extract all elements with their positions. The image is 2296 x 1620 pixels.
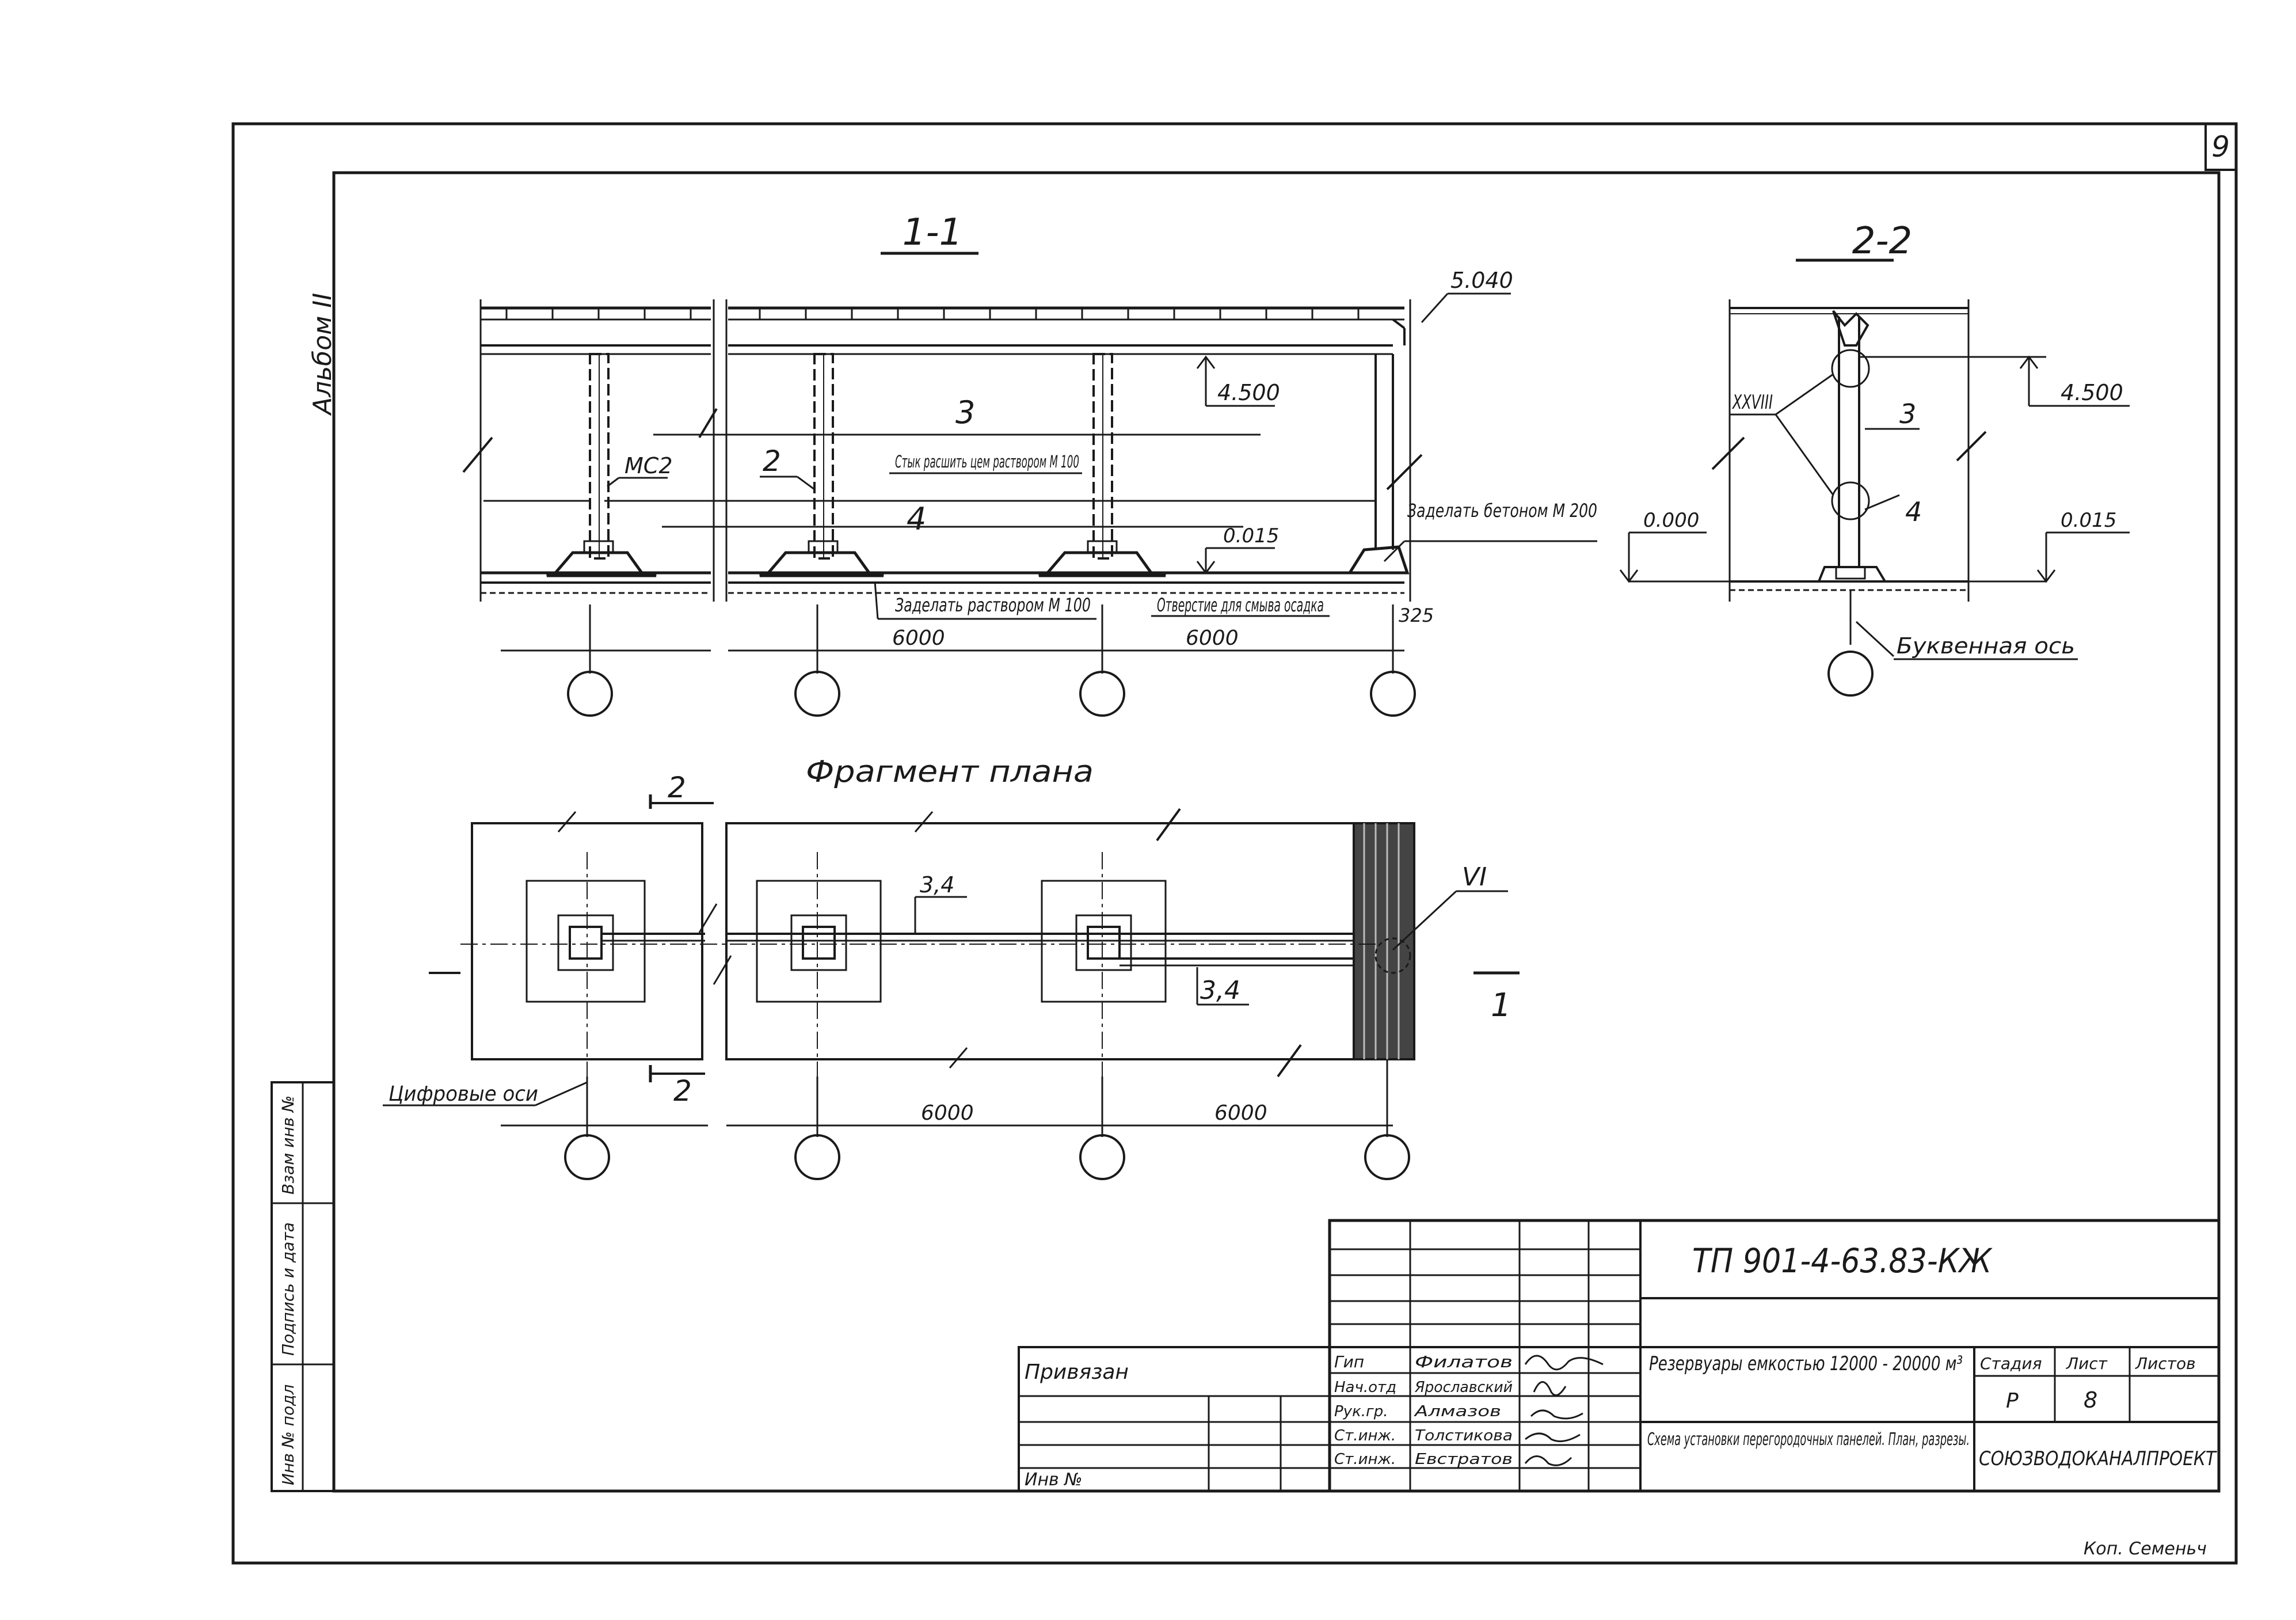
name-3: Алмазов [1413, 1403, 1501, 1420]
role-1: Гип [1334, 1352, 1364, 1371]
drawing-title: Схема установки перегородочных панелей. … [1647, 1429, 1970, 1450]
side-stamp-cell-2: Подпись и дата [279, 1222, 298, 1356]
side-stamp-cell-3: Взам инв № [279, 1096, 298, 1195]
column [1092, 353, 1113, 560]
organization: СОЮЗВОДОКАНАЛПРОЕКТ [1979, 1447, 2217, 1470]
side-stamp-cell-1: Инв № подл [279, 1385, 298, 1485]
plan-label-34-top: 3,4 [920, 872, 954, 898]
plan-title: Фрагмент плана [806, 755, 1094, 789]
role-2: Нач.отд [1334, 1379, 1396, 1396]
section-2-title: 2-2 [1852, 220, 1913, 263]
bound-label: Привязан [1025, 1360, 1129, 1384]
doc-code: ТП 901-4-63.83-КЖ [1692, 1241, 1993, 1280]
section-1-dim-small: 325 [1399, 604, 1434, 626]
album-label: Альбом II [308, 293, 337, 416]
section-1-dim-left: 6000 [892, 626, 945, 650]
wall-end [1374, 354, 1394, 550]
plan-dim-left: 6000 [921, 1101, 974, 1125]
node-circle [1831, 481, 1870, 520]
name-4: Толстикова [1415, 1427, 1513, 1444]
stage-value: Р [2006, 1389, 2019, 1413]
title-block [1018, 1219, 2221, 1493]
roof-slab [481, 306, 1406, 355]
name-2: Ярославский [1414, 1379, 1513, 1396]
section-1-title: 1-1 [903, 211, 963, 254]
note-hole: Отверстие для смыва осадка [1157, 594, 1324, 616]
section-2-node-ref: XXVIII [1732, 391, 1773, 414]
section-1-dimension-line [501, 604, 1404, 674]
section-1-1: 1-1 [462, 211, 1597, 717]
section-1-elev-top: 5.040 [1450, 268, 1513, 293]
section-1-label-3: 3 [955, 394, 975, 431]
name-5: Евстратов [1415, 1451, 1513, 1468]
project-title: Резервуары емкостью 12000 - 20000 м³ [1649, 1352, 1963, 1375]
sheet-number: 9 [2211, 130, 2230, 163]
plan-label-34-bottom: 3,4 [1200, 976, 1240, 1005]
axis-bubble [1079, 671, 1125, 717]
axis-bubble [1370, 671, 1416, 717]
plan-cut-2-bottom: 2 [673, 1074, 692, 1108]
section-1-label-4: 4 [907, 501, 926, 537]
role-5: Ст.инж. [1334, 1451, 1396, 1468]
note-mortar: Заделать раствором М 100 [895, 594, 1091, 616]
sheet-value: 8 [2084, 1387, 2097, 1413]
axis-bubble [1079, 1134, 1125, 1180]
section-1-elev-beam: 4.500 [1217, 380, 1280, 405]
footer-note: Коп. Семеньч [2084, 1539, 2207, 1559]
node-circle [1831, 349, 1870, 388]
axis-bubble [564, 1134, 610, 1180]
section-2-label-3: 3 [1899, 398, 1916, 429]
footing [1347, 545, 1410, 575]
section-1-elev-floor: 0.015 [1223, 524, 1279, 547]
column [813, 353, 834, 560]
section-2-elev-beam: 4.500 [2061, 380, 2123, 405]
section-2-axis-note: Буквенная ось [1897, 633, 2075, 659]
axis-bubble [794, 671, 840, 717]
floor-slab [481, 571, 1404, 594]
signature [1524, 1355, 1604, 1466]
note-concrete: Заделать бетоном М 200 [1407, 500, 1597, 522]
plan-dim-right: 6000 [1214, 1101, 1267, 1125]
axis-bubble [1364, 1134, 1410, 1180]
section-2-2: 2-2 XXVIII 3 4 4.500 [1619, 220, 2130, 697]
section-1-label-ms2: МС2 [625, 453, 673, 478]
plan-node-ref: VI [1462, 862, 1487, 892]
axis-bubble [1827, 651, 1874, 697]
role-4: Ст.инж. [1334, 1427, 1396, 1444]
plan-cut-1: 1 [1491, 987, 1511, 1024]
axis-bubble [567, 671, 613, 717]
note-joint: Стык расшить цем раствором М 100 [895, 452, 1079, 471]
role-3: Рук.гр. [1334, 1403, 1388, 1420]
inv-label: Инв № [1025, 1470, 1082, 1490]
stage-header: Стадия [1980, 1354, 2042, 1373]
column [589, 353, 610, 560]
section-2-label-4: 4 [1905, 496, 1922, 527]
name-1: Филатов [1415, 1352, 1513, 1371]
axis-bubble [794, 1134, 840, 1180]
side-stamp [271, 1081, 335, 1492]
plan-fragment: Фрагмент плана [383, 755, 1520, 1180]
plan-axes-note: Цифровые оси [389, 1082, 538, 1106]
section-2-elev-floor: 0.015 [2061, 509, 2116, 532]
section-2-elev-zero: 0.000 [1643, 509, 1699, 532]
section-1-dim-right: 6000 [1186, 626, 1239, 650]
plan-cut-2-top: 2 [668, 771, 686, 804]
sheets-header: Листов [2135, 1354, 2196, 1373]
sheet-header: Лист [2066, 1354, 2108, 1373]
section-1-label-2: 2 [763, 444, 781, 478]
